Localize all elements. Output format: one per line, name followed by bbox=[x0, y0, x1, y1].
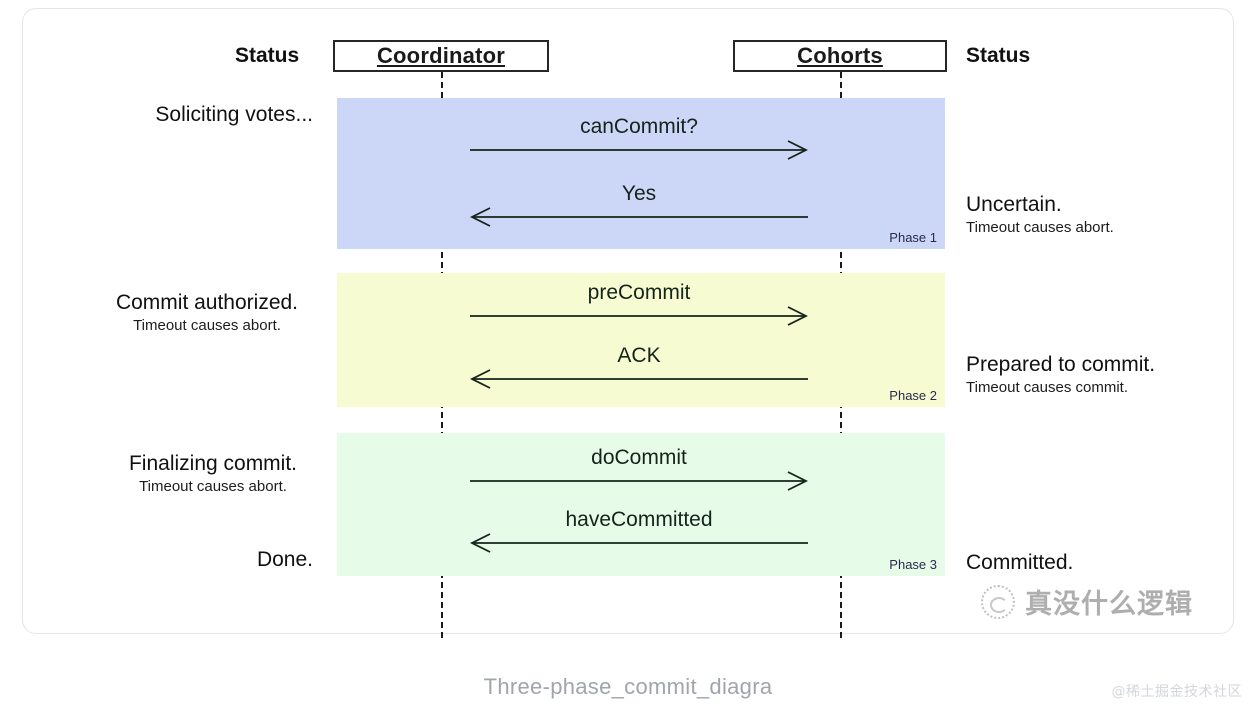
image-caption: Three-phase_commit_diagra bbox=[483, 674, 773, 699]
brand-watermark: 真没什么逻辑 bbox=[981, 582, 1193, 621]
arrow-left-icon bbox=[470, 207, 808, 227]
brand-watermark-text: 真没什么逻辑 bbox=[1025, 589, 1193, 620]
status-main: Prepared to commit. bbox=[966, 353, 1156, 376]
message-yes: Yes bbox=[470, 181, 808, 227]
cohorts-header-box: Cohorts bbox=[733, 40, 947, 72]
diagram-card: Status Coordinator Cohorts Status Phase … bbox=[22, 8, 1234, 638]
status-main: Soliciting votes... bbox=[155, 103, 313, 126]
status-sub: Timeout causes commit. bbox=[966, 379, 1128, 396]
message-have-committed: haveCommitted bbox=[470, 507, 808, 553]
phase-1-band: Phase 1 bbox=[337, 98, 945, 249]
status-column-header-right: Status bbox=[966, 44, 1031, 67]
status-main: Done. bbox=[256, 548, 313, 571]
message-can-commit: canCommit? bbox=[470, 114, 808, 160]
message-label: haveCommitted bbox=[565, 508, 713, 531]
status-main: Commit authorized. bbox=[115, 291, 299, 314]
arrow-right-icon bbox=[470, 471, 808, 491]
coordinator-status-phase-1: Soliciting votes... bbox=[129, 102, 313, 128]
circle-logo-icon bbox=[981, 584, 1015, 619]
message-label: doCommit bbox=[591, 446, 687, 469]
coordinator-status-phase-3: Finalizing commit. Timeout causes abort. bbox=[113, 451, 313, 497]
coordinator-status-done: Done. bbox=[143, 547, 313, 573]
coordinator-header-box: Coordinator bbox=[333, 40, 549, 72]
phase-2-band-label: Phase 2 bbox=[889, 388, 937, 403]
phase-3-band: Phase 3 bbox=[337, 433, 945, 576]
message-pre-commit: preCommit bbox=[470, 280, 808, 326]
cohorts-status-phase-2: Prepared to commit. Timeout causes commi… bbox=[966, 352, 1155, 398]
status-main: Committed. bbox=[966, 551, 1074, 574]
phase-2-band: Phase 2 bbox=[337, 273, 945, 407]
coordinator-status-phase-2: Commit authorized. Timeout causes abort. bbox=[101, 290, 313, 336]
arrow-left-icon bbox=[470, 533, 808, 553]
status-column-header-left: Status bbox=[235, 44, 300, 67]
status-sub: Timeout causes abort. bbox=[966, 219, 1114, 236]
message-label: ACK bbox=[617, 344, 661, 367]
message-label: Yes bbox=[621, 182, 657, 205]
status-main: Finalizing commit. bbox=[128, 452, 298, 475]
coordinator-label: Coordinator bbox=[376, 43, 506, 68]
arrow-left-icon bbox=[470, 369, 808, 389]
message-ack: ACK bbox=[470, 343, 808, 389]
cohorts-status-phase-1: Uncertain. Timeout causes abort. bbox=[966, 192, 1114, 238]
message-do-commit: doCommit bbox=[470, 445, 808, 491]
arrow-right-icon bbox=[470, 306, 808, 326]
message-label: canCommit? bbox=[580, 115, 698, 138]
cohorts-status-phase-3: Committed. bbox=[966, 550, 1073, 576]
phase-3-band-label: Phase 3 bbox=[889, 557, 937, 572]
cohorts-label: Cohorts bbox=[797, 43, 883, 68]
status-sub: Timeout causes abort. bbox=[133, 317, 281, 334]
site-watermark: @稀土掘金技术社区 bbox=[1111, 684, 1242, 700]
status-main: Uncertain. bbox=[966, 193, 1062, 216]
status-sub: Timeout causes abort. bbox=[139, 478, 287, 495]
phase-1-band-label: Phase 1 bbox=[889, 230, 937, 245]
arrow-right-icon bbox=[470, 140, 808, 160]
message-label: preCommit bbox=[587, 281, 691, 304]
